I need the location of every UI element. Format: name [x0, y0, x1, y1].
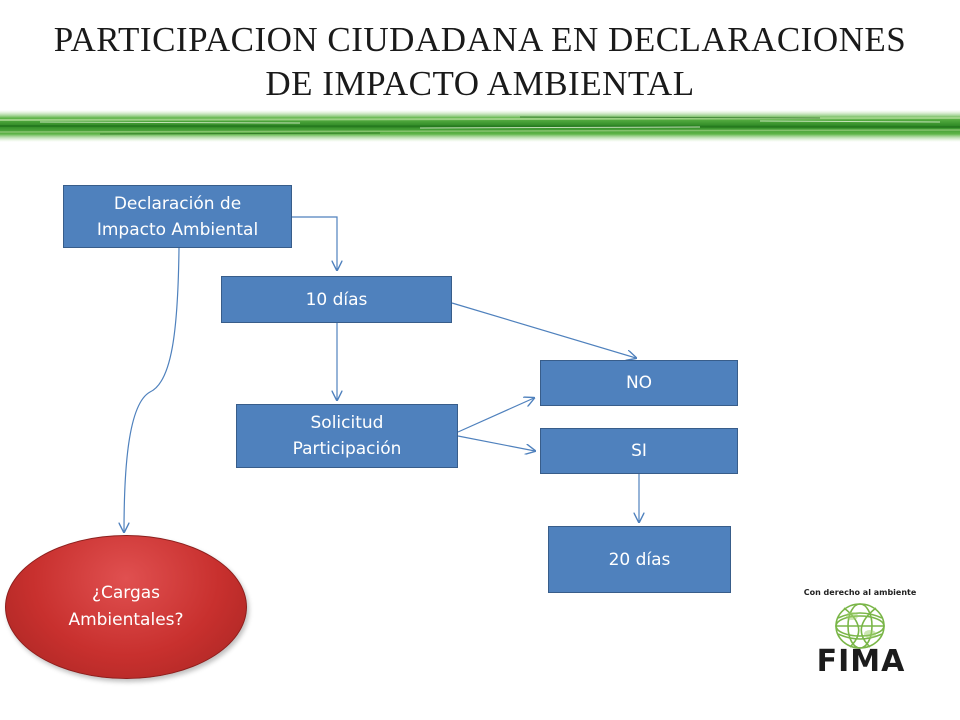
node-no-label: NO	[625, 373, 653, 393]
slide-title: PARTICIPACION CIUDADANA EN DECLARACIONES…	[0, 18, 960, 106]
connector-10dias-to-no	[451, 302, 636, 358]
node-si: SI	[540, 428, 738, 474]
logo-tagline: Con derecho al ambiente	[803, 588, 917, 597]
green-decorative-band	[0, 110, 960, 142]
node-20-dias: 20 días	[548, 526, 731, 593]
node-declaracion-impacto-ambiental: Declaración de Impacto Ambiental	[63, 185, 292, 248]
node-10-dias: 10 días	[221, 276, 452, 323]
connector-solicitud-to-si	[457, 435, 535, 451]
node-no: NO	[540, 360, 738, 406]
node-si-label: SI	[631, 441, 647, 461]
globe-icon	[835, 603, 885, 649]
node-declaracion-line-1: Declaración de	[113, 193, 242, 214]
node-10-dias-label: 10 días	[305, 289, 368, 310]
node-20-dias-label: 20 días	[608, 549, 671, 570]
node-solicitud-participacion: Solicitud Participación	[236, 404, 458, 468]
node-solicitud-line-1: Solicitud	[310, 413, 384, 433]
node-cargas-line-2: Ambientales?	[68, 610, 184, 630]
logo-wordmark: FIMA	[816, 644, 906, 679]
title-line-1: PARTICIPACION CIUDADANA EN DECLARACIONES	[53, 20, 907, 59]
title-line-2: DE IMPACTO AMBIENTAL	[265, 64, 695, 103]
fima-logo: Con derecho al ambiente FIMA	[800, 588, 920, 680]
node-cargas-line-1: ¿Cargas	[91, 583, 161, 603]
node-declaracion-line-2: Impacto Ambiental	[96, 219, 259, 240]
connector-dia-to-cargas	[124, 247, 180, 532]
node-cargas-ambientales: ¿Cargas Ambientales?	[5, 535, 247, 679]
node-solicitud-line-2: Participación	[292, 439, 402, 459]
connector-solicitud-to-no	[457, 398, 534, 433]
connector-dia-to-10dias	[292, 216, 337, 270]
